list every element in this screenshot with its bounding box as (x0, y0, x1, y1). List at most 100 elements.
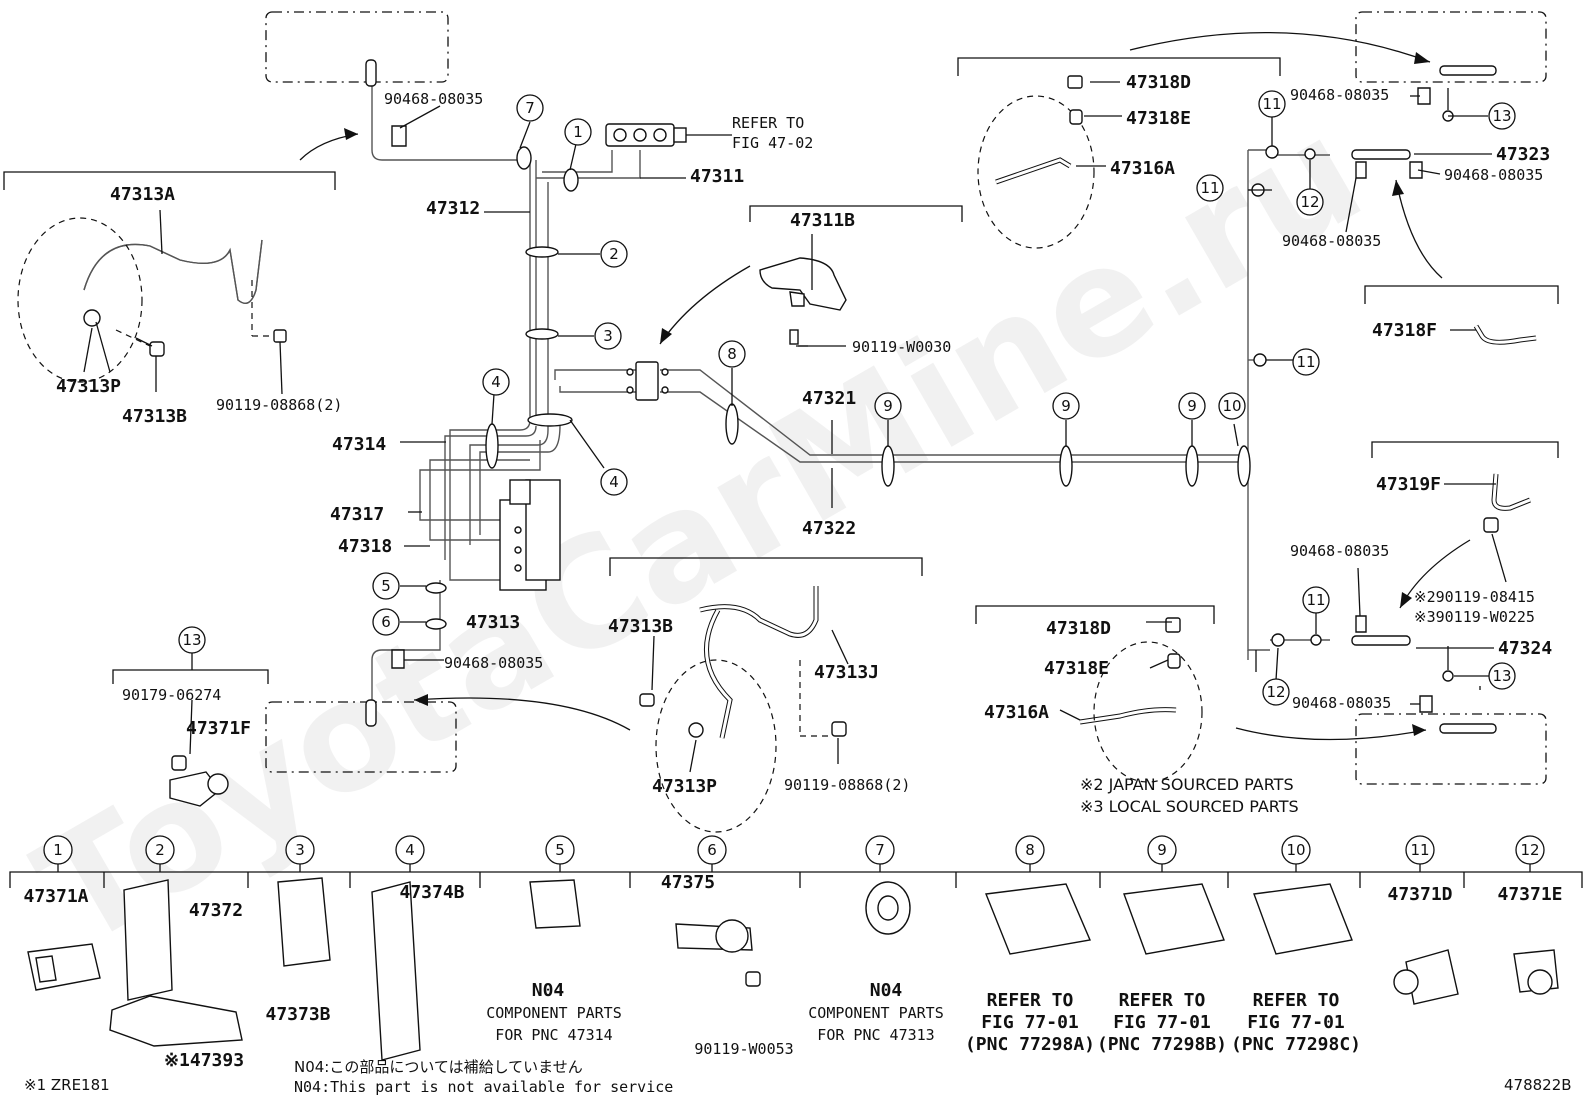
junction-block (626, 361, 669, 401)
svg-text:13: 13 (1492, 107, 1511, 125)
legend-part-47374B: 47374B (399, 882, 464, 903)
master-cylinder (605, 123, 732, 147)
part-labels: 47313A 47313P 47313B 90119-08868(2) 9046… (56, 72, 1552, 797)
svg-text:3: 3 (603, 327, 613, 345)
label-47313J: 47313J (814, 662, 879, 683)
label-47317: 47317 (330, 504, 384, 525)
svg-text:5: 5 (381, 577, 391, 595)
callout-11d: 11 (1302, 586, 1330, 614)
callout-4a: 4 (482, 368, 510, 396)
legend-desc2-7: FOR PNC 47313 (817, 1026, 934, 1044)
legend-part-N04: N04 (870, 980, 903, 1001)
legend-callout-number: 1 (53, 841, 63, 859)
callout-12b: 12 (1262, 678, 1290, 706)
legend-part-N04: N04 (532, 980, 565, 1001)
callout-7: 7 (516, 94, 544, 122)
legend-part-47371E: 47371E (1497, 884, 1562, 905)
ref-box-top-left (265, 11, 449, 83)
label-47311B: 47311B (790, 210, 855, 231)
legend-callout-number: 12 (1520, 841, 1539, 859)
svg-text:7: 7 (525, 99, 535, 117)
legend-desc2-10: FIG 77-01 (1247, 1012, 1345, 1033)
label-47323: 47323 (1496, 144, 1550, 165)
bracket-47318D-top (957, 57, 1281, 76)
diagram-id: 478822B (1504, 1076, 1572, 1094)
legend-callout-number: 7 (875, 841, 885, 859)
detail-ellipse-47313P-a (17, 217, 143, 383)
legend-desc3-8: (PNC 77298A) (965, 1034, 1095, 1055)
hose-47313A (83, 239, 263, 304)
pipe-clips (425, 110, 1454, 682)
note-n04-en: N04:This part is not available for servi… (294, 1078, 673, 1096)
legend-callout-number: 4 (405, 841, 415, 859)
ref-box-bottom-right (1355, 713, 1547, 785)
label-90468-g: 90468-08035 (444, 654, 543, 672)
label-47322: 47322 (802, 518, 856, 539)
svg-text:9: 9 (1187, 397, 1197, 415)
label-47319F: 47319F (1376, 474, 1441, 495)
label-47371F: 47371F (186, 718, 251, 739)
label-47318F: 47318F (1372, 320, 1437, 341)
label-90468-f: 90468-08035 (1292, 694, 1391, 712)
detail-ellipse-47313P-b (655, 659, 777, 833)
label-47318E-b: 47318E (1044, 658, 1109, 679)
bracket-47318D-bottom (975, 605, 1215, 624)
legend-part-47375: 47375 (661, 872, 715, 893)
callout-9a: 9 (874, 392, 902, 420)
legend-callout-number: 10 (1286, 841, 1305, 859)
label-47313A: 47313A (110, 184, 175, 205)
label-47313P-b: 47313P (652, 776, 717, 797)
callout-9b: 9 (1052, 392, 1080, 420)
callout-3: 3 (594, 322, 622, 350)
note-local: ※3 LOCAL SOURCED PARTS (1080, 797, 1299, 816)
svg-text:11: 11 (1200, 179, 1219, 197)
legend-desc1-8: REFER TO (987, 990, 1074, 1011)
callout-5: 5 (372, 572, 400, 600)
callout-11c: 11 (1292, 348, 1320, 376)
label-47311: 47311 (690, 166, 744, 187)
svg-text:10: 10 (1222, 397, 1241, 415)
bracket-47319F (1371, 441, 1559, 458)
callout-2: 2 (600, 240, 628, 268)
pipe-end-bottom-right (1439, 723, 1497, 734)
legend-bracket (9, 871, 1583, 888)
pipe-end-bottom-left (365, 699, 377, 727)
legend-desc3-10: (PNC 77298C) (1231, 1034, 1361, 1055)
legend-desc2-5: FOR PNC 47314 (495, 1026, 612, 1044)
callout-4b: 4 (600, 468, 628, 496)
svg-text:11: 11 (1262, 95, 1281, 113)
svg-text:13: 13 (1492, 667, 1511, 685)
callout-9c: 9 (1178, 392, 1206, 420)
arrows (299, 31, 1471, 741)
legend-callout-number: 11 (1410, 841, 1429, 859)
legend-desc1-9: REFER TO (1119, 990, 1206, 1011)
legend-callout-number: 5 (555, 841, 565, 859)
callout-6: 6 (372, 608, 400, 636)
label-90468-a: 90468-08035 (384, 90, 483, 108)
note-n04-jp: N04:この部品については補給していません (294, 1058, 583, 1076)
label-47313B-a: 47313B (122, 406, 187, 427)
label-47313: 47313 (466, 612, 520, 633)
note-model: ※1 ZRE181 (24, 1076, 110, 1094)
bracket-47318F (1364, 285, 1559, 304)
svg-text:11: 11 (1296, 353, 1315, 371)
label-47318D-b: 47318D (1046, 618, 1111, 639)
bracket-47313J (609, 557, 923, 576)
legend-extra-6: 90119-W0053 (694, 1040, 793, 1058)
legend-desc1-5: COMPONENT PARTS (486, 1004, 621, 1022)
label-90119-08868-a: 90119-08868(2) (216, 396, 342, 414)
legend-desc2-8: FIG 77-01 (981, 1012, 1079, 1033)
pipe-47324-body (1351, 635, 1411, 646)
refer-line1: REFER TO (732, 114, 804, 132)
label-90119-08415: ※290119-08415 (1414, 588, 1535, 606)
label-90468-d: 90468-08035 (1282, 232, 1381, 250)
legend-part-47372: 47372 (189, 900, 243, 921)
svg-text:1: 1 (573, 123, 583, 141)
legend-desc3-9: (PNC 77298B) (1097, 1034, 1227, 1055)
label-90119-08868-b: 90119-08868(2) (784, 776, 910, 794)
callout-8: 8 (718, 340, 746, 368)
detail-ellipse-47316A-b (1093, 641, 1203, 783)
legend-desc1-7: COMPONENT PARTS (808, 1004, 943, 1022)
svg-text:4: 4 (491, 373, 501, 391)
